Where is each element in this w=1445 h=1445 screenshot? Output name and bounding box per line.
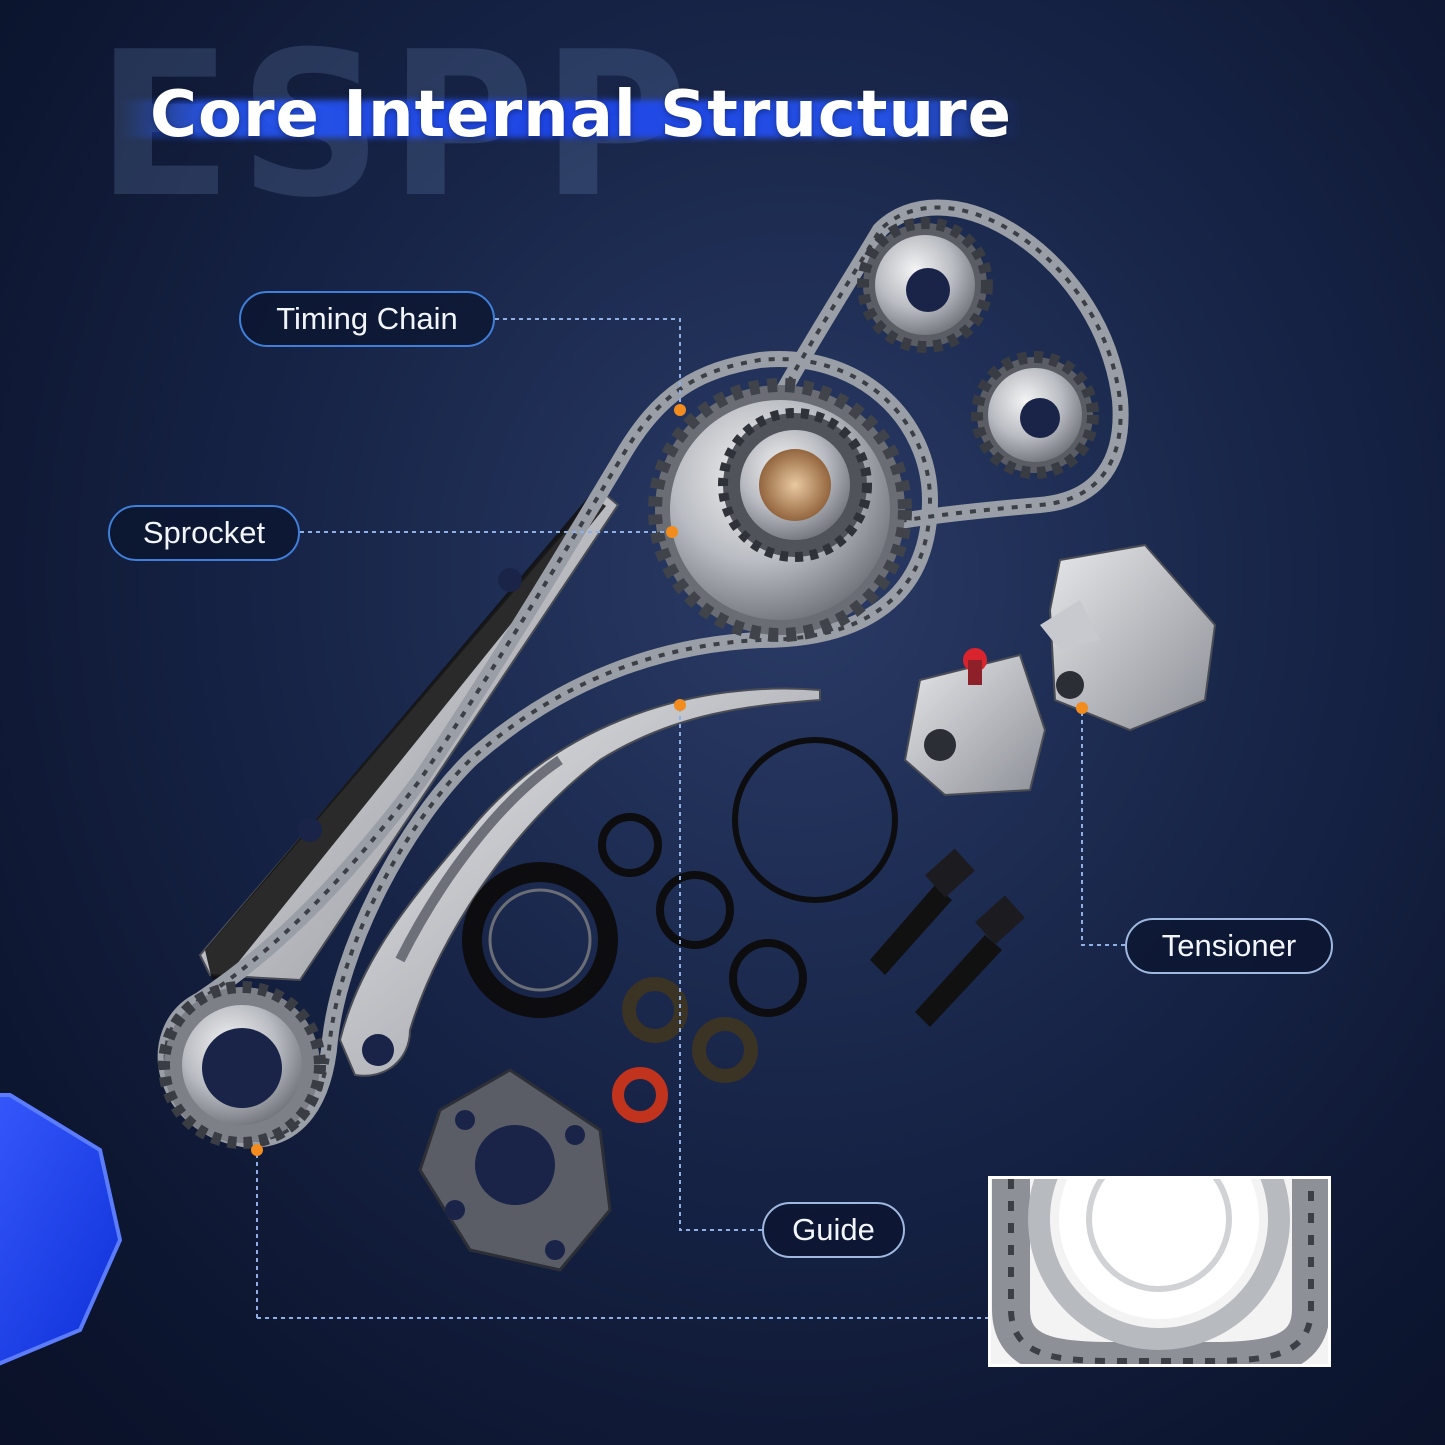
decorative-hexagon-icon: [0, 1093, 123, 1366]
page-title: Core Internal Structure: [150, 78, 1012, 152]
title-highlight: [120, 100, 1020, 138]
tensioner-large: [1040, 543, 1217, 732]
label-sprocket: Sprocket: [108, 505, 300, 561]
left-chain-guide: [198, 488, 620, 982]
curved-chain-guide: [338, 687, 821, 1077]
seals-and-orings: [462, 737, 898, 1123]
cam-sprocket-lower: [971, 351, 1099, 479]
label-tensioner: Tensioner: [1125, 918, 1333, 974]
crank-sprocket: [158, 981, 326, 1149]
label-guide: Guide: [762, 1202, 905, 1258]
label-timing-chain: Timing Chain: [239, 291, 495, 347]
bolts: [870, 848, 1025, 1027]
cam-sprocket-upper: [857, 217, 993, 353]
tensioner-small: [903, 648, 1047, 797]
detail-inset: [988, 1176, 1331, 1367]
main-sprocket: [648, 378, 912, 642]
title-banner: Core Internal Structure: [120, 78, 1020, 158]
callout-dots: [251, 404, 1088, 1156]
gasket: [418, 1068, 612, 1272]
chain-sprocket-icon: [991, 1179, 1328, 1364]
callout-lines: [256, 318, 1125, 1319]
